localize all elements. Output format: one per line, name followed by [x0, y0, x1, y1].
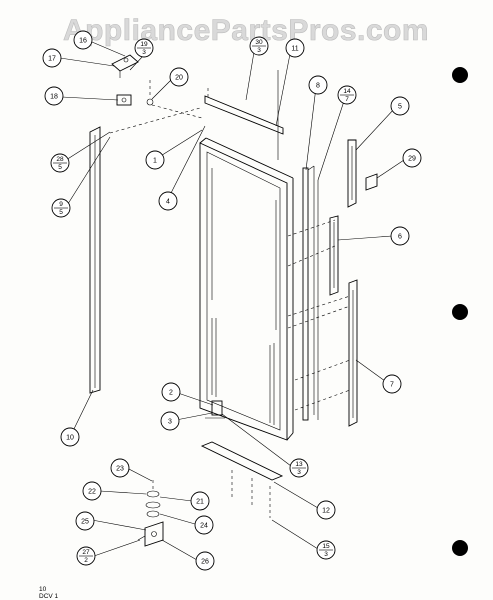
svg-text:24: 24 [200, 523, 208, 530]
callout-22: 22 [82, 481, 102, 501]
svg-text:1: 1 [153, 158, 157, 165]
callout-10: 10 [60, 427, 80, 447]
callout-18: 18 [44, 86, 64, 106]
svg-text:21: 21 [196, 499, 204, 506]
svg-text:5: 5 [59, 209, 63, 216]
svg-text:4: 4 [166, 199, 170, 206]
callout-14-7: 14 7 [337, 85, 357, 105]
callout-16: 16 [73, 30, 93, 50]
callout-24: 24 [194, 515, 214, 535]
callout-25: 25 [75, 511, 95, 531]
svg-text:6: 6 [398, 234, 402, 241]
svg-text:14: 14 [343, 88, 351, 95]
svg-text:5: 5 [58, 164, 62, 171]
binding-hole-top [452, 67, 468, 83]
leader-lines [59, 41, 405, 561]
callout-2: 2 [161, 382, 181, 402]
callout-28-5: 28 5 [50, 153, 70, 173]
svg-text:2: 2 [169, 390, 173, 397]
svg-text:3: 3 [142, 49, 146, 56]
callout-11: 11 [285, 38, 305, 58]
svg-text:25: 25 [81, 519, 89, 526]
svg-text:8: 8 [316, 83, 320, 90]
callout-30-3: 30 3 [249, 36, 269, 56]
svg-text:12: 12 [322, 508, 330, 515]
svg-text:5: 5 [398, 104, 402, 111]
svg-text:7: 7 [345, 96, 349, 103]
svg-text:10: 10 [66, 435, 74, 442]
binding-hole-bottom [452, 540, 468, 556]
callout-9-5: 9 5 [51, 198, 71, 218]
binding-hole-middle [452, 304, 468, 320]
svg-text:3: 3 [297, 469, 301, 476]
callout-13-3: 13 3 [289, 458, 309, 478]
callout-29: 29 [402, 148, 422, 168]
callout-19-3: 19 3 [134, 38, 154, 58]
callout-27-2: 27 2 [76, 546, 96, 566]
callout-21: 21 [190, 491, 210, 511]
svg-text:28: 28 [56, 156, 64, 163]
svg-text:26: 26 [201, 559, 209, 566]
callout-5: 5 [390, 96, 410, 116]
svg-text:11: 11 [291, 46, 298, 53]
callout-6: 6 [390, 226, 410, 246]
svg-text:2: 2 [84, 557, 88, 564]
svg-text:9: 9 [59, 201, 63, 208]
svg-text:3: 3 [168, 419, 172, 426]
callout-7: 7 [382, 374, 402, 394]
svg-text:23: 23 [116, 466, 124, 473]
callout-26: 26 [195, 551, 215, 571]
footer-sub: DCV 1 [39, 593, 59, 600]
svg-text:18: 18 [50, 94, 58, 101]
callout-23: 23 [110, 458, 130, 478]
callout-17: 17 [42, 48, 62, 68]
footer-code: 10 [39, 586, 47, 593]
svg-text:7: 7 [390, 382, 394, 389]
callout-3: 3 [160, 411, 180, 431]
callout-15-3: 15 3 [316, 540, 336, 560]
watermark-text: AppliancePartsPros.com [63, 14, 429, 47]
svg-text:29: 29 [408, 156, 416, 163]
callout-20: 20 [169, 67, 189, 87]
svg-text:19: 19 [140, 41, 148, 48]
svg-text:3: 3 [324, 551, 328, 558]
callout-8: 8 [308, 75, 328, 95]
callout-1: 1 [145, 150, 165, 170]
svg-text:27: 27 [82, 549, 90, 556]
svg-text:13: 13 [295, 461, 303, 468]
callout-12: 12 [316, 500, 336, 520]
parts-drawing [89, 54, 378, 547]
svg-text:22: 22 [88, 489, 96, 496]
svg-text:3: 3 [257, 47, 261, 54]
svg-text:20: 20 [175, 75, 183, 82]
svg-text:16: 16 [79, 38, 87, 45]
svg-text:30: 30 [255, 39, 263, 46]
svg-text:15: 15 [322, 543, 330, 550]
svg-text:17: 17 [48, 56, 56, 63]
callout-4: 4 [158, 191, 178, 211]
door-frame-inner [206, 151, 281, 431]
